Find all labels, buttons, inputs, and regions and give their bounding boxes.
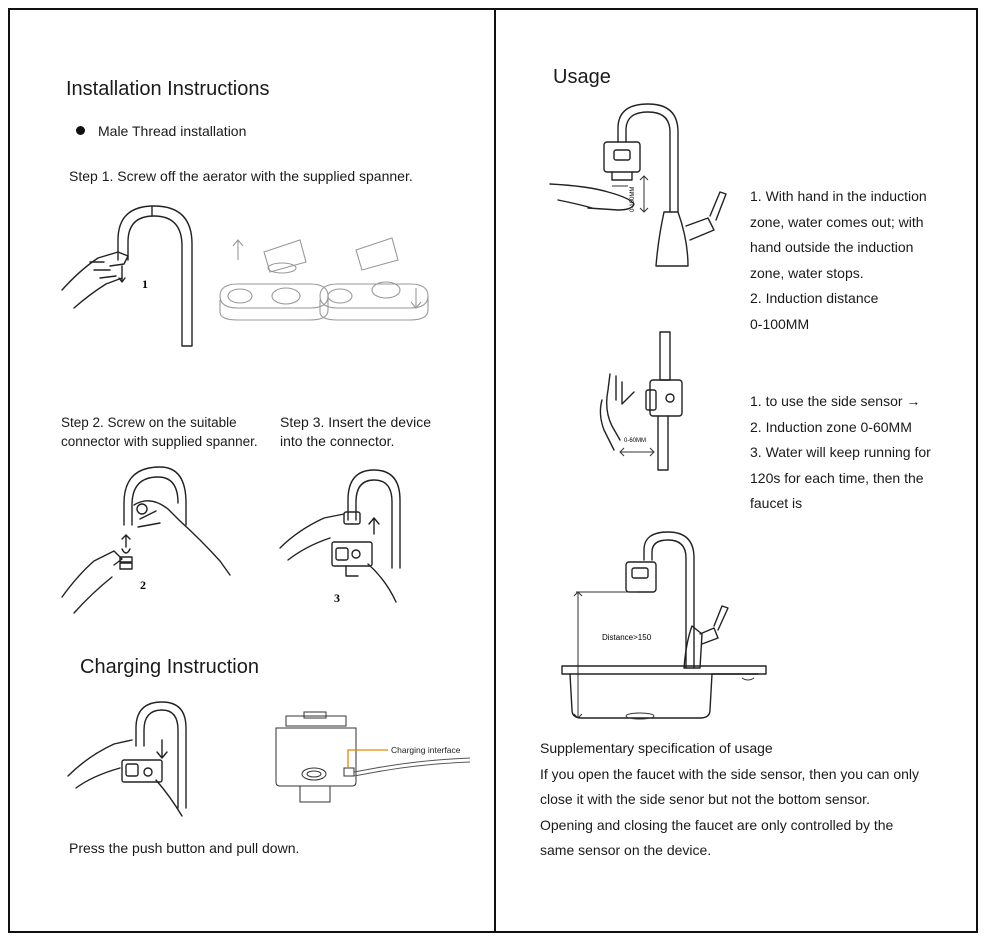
step1-illustration: 1 xyxy=(60,200,440,360)
installation-title: Installation Instructions xyxy=(66,78,269,101)
charging-device-illustration: Charging interface xyxy=(270,712,470,810)
usage-block2-line1: 1. to use the side sensor → xyxy=(750,389,931,415)
supplementary-title: Supplementary specification of usage xyxy=(540,736,919,762)
supplementary-spec: Supplementary specification of usage If … xyxy=(540,736,919,864)
usage-block1-line4: zone, water stops. xyxy=(750,261,927,287)
usage-title: Usage xyxy=(553,66,611,89)
step2-line2: connector with supplied spanner. xyxy=(61,432,258,451)
usage-bottom-sensor-illustration: 0-100MM xyxy=(548,100,738,276)
charging-interface-label: Charging interface xyxy=(391,745,461,755)
usage-side-sensor-illustration: 0-60MM xyxy=(590,330,700,472)
step3-line1: Step 3. Insert the device xyxy=(280,413,431,432)
column-divider xyxy=(494,8,496,933)
usage-block1-line5: 2. Induction distance xyxy=(750,286,927,312)
step2-illustration: 2 xyxy=(60,465,230,615)
usage-block1-line6: 0-100MM xyxy=(750,312,927,338)
usage-block1-line1: 1. With hand in the induction xyxy=(750,184,927,210)
usage-block1: 1. With hand in the induction zone, wate… xyxy=(750,184,927,337)
supplementary-line1: If you open the faucet with the side sen… xyxy=(540,762,919,788)
usage-block2: 1. to use the side sensor → 2. Induction… xyxy=(750,389,931,517)
charging-note: Press the push button and pull down. xyxy=(69,840,299,856)
step2-text: Step 2. Screw on the suitable connector … xyxy=(61,413,258,451)
dim-distance-150: Distance>150 xyxy=(602,633,652,642)
step2-line1: Step 2. Screw on the suitable xyxy=(61,413,258,432)
supplementary-line4: same sensor on the device. xyxy=(540,838,919,864)
dim-0-60mm: 0-60MM xyxy=(624,438,646,444)
charging-title: Charging Instruction xyxy=(80,656,259,679)
charging-hand-illustration xyxy=(66,698,196,820)
supplementary-line3: Opening and closing the faucet are only … xyxy=(540,813,919,839)
step3-illustration: 3 xyxy=(278,468,408,608)
usage-block2-line3: 3. Water will keep running for xyxy=(750,440,931,466)
step3-text: Step 3. Insert the device into the conne… xyxy=(280,413,431,451)
usage-block1-line2: zone, water comes out; with xyxy=(750,210,927,236)
supplementary-line2: close it with the side senor but not the… xyxy=(540,787,919,813)
usage-block1-line3: hand outside the induction xyxy=(750,235,927,261)
fig-number-1: 1 xyxy=(142,277,148,291)
usage-block2-line5: faucet is xyxy=(750,491,931,517)
step1-text: Step 1. Screw off the aerator with the s… xyxy=(69,168,413,184)
bullet-dot xyxy=(76,126,85,135)
usage-sink-distance-illustration: Distance>150 xyxy=(558,530,770,722)
step3-line2: into the connector. xyxy=(280,432,431,451)
usage-block2-line4: 120s for each time, then the xyxy=(750,466,931,492)
bullet-male-thread: Male Thread installation xyxy=(98,123,246,139)
usage-block2-line2: 2. Induction zone 0-60MM xyxy=(750,415,931,441)
fig-number-3: 3 xyxy=(334,591,340,605)
fig-number-2: 2 xyxy=(140,578,146,592)
